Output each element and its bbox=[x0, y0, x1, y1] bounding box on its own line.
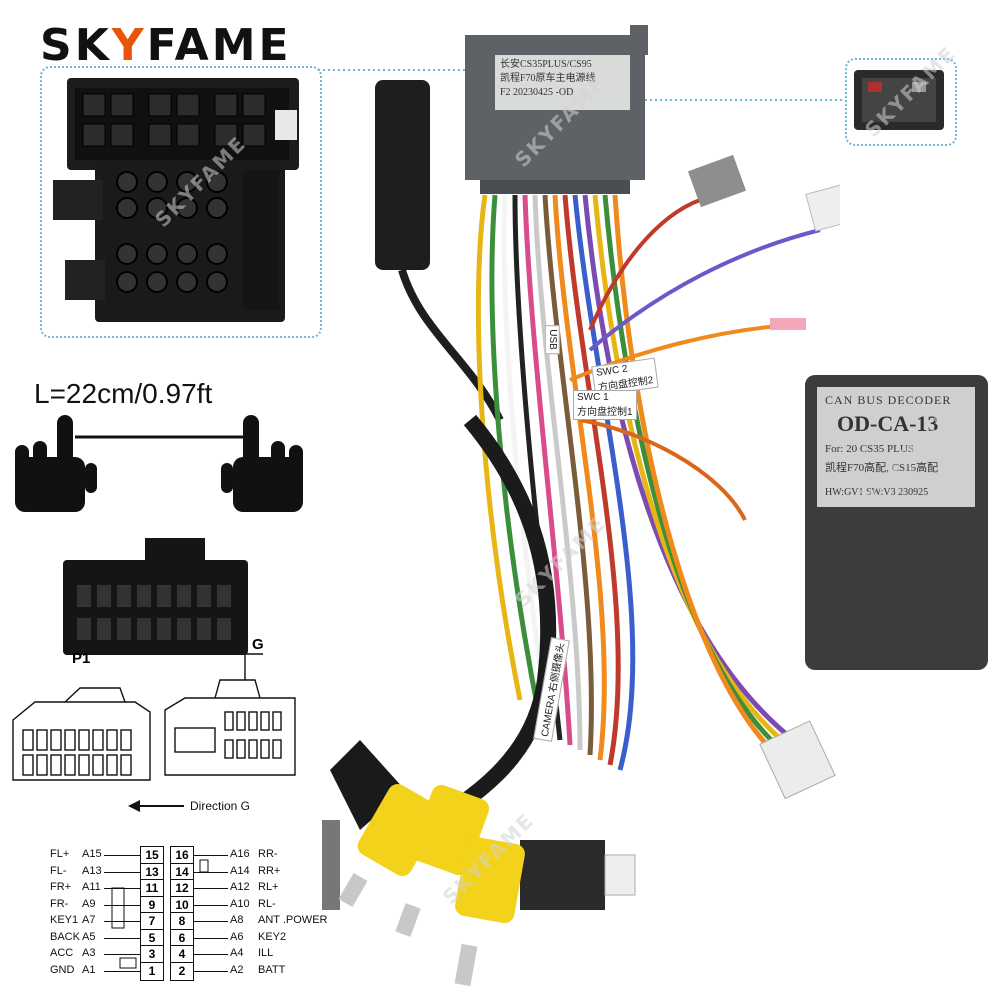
pinout-lines bbox=[111, 859, 209, 969]
swc1-label: SWC 1 方向盘控制1 bbox=[573, 390, 637, 420]
cable-length-label: L=22cm/0.97ft bbox=[34, 378, 213, 409]
leader-line bbox=[318, 69, 845, 101]
decoder-for: For: 20 CS35 PLUS bbox=[825, 443, 914, 455]
socket-frame bbox=[845, 58, 957, 146]
usb-label: USB bbox=[544, 325, 560, 354]
main-plug-label-line2: 凯程F70原车主电源线 bbox=[500, 73, 596, 84]
connector-line-drawing bbox=[12, 653, 296, 781]
main-plug-label-line3: F2 20230425 -OD bbox=[500, 87, 574, 98]
brand-logo: SKYFAME bbox=[40, 20, 292, 71]
main-plug-label: 长安CS35PLUS/CS95 凯程F70原车主电源线 F2 20230425 … bbox=[500, 58, 625, 100]
canbus-decoder: CAN BUS DECODER OD-CA-13 For: 20 CS35 PL… bbox=[805, 375, 988, 670]
decoder-sticker: CAN BUS DECODER OD-CA-13 For: 20 CS35 PL… bbox=[817, 387, 975, 507]
p1-label: P1 bbox=[72, 650, 91, 667]
g-label: G bbox=[252, 636, 264, 653]
decoder-model: OD-CA-13 bbox=[837, 411, 939, 436]
direction-label: Direction G bbox=[190, 799, 251, 813]
main-plug-label-line1: 长安CS35PLUS/CS95 bbox=[500, 59, 592, 70]
decoder-cars: 凯程F70高配, CS15高配 bbox=[825, 462, 939, 474]
wiring-harness-image bbox=[322, 25, 840, 987]
p1-connector-image bbox=[63, 538, 248, 655]
swc1-cn-text: 方向盘控制1 bbox=[577, 407, 633, 418]
iso-connector-image bbox=[53, 78, 299, 322]
decoder-title: CAN BUS DECODER bbox=[825, 393, 952, 407]
swc1-text: SWC 1 bbox=[577, 392, 609, 403]
iso-connector-frame bbox=[40, 66, 322, 338]
direction-arrow-icon bbox=[128, 800, 184, 812]
length-hands-image bbox=[15, 415, 303, 512]
socket-image bbox=[854, 70, 944, 130]
decoder-version: HW:GV1 SW:V3 230925 bbox=[825, 487, 929, 498]
